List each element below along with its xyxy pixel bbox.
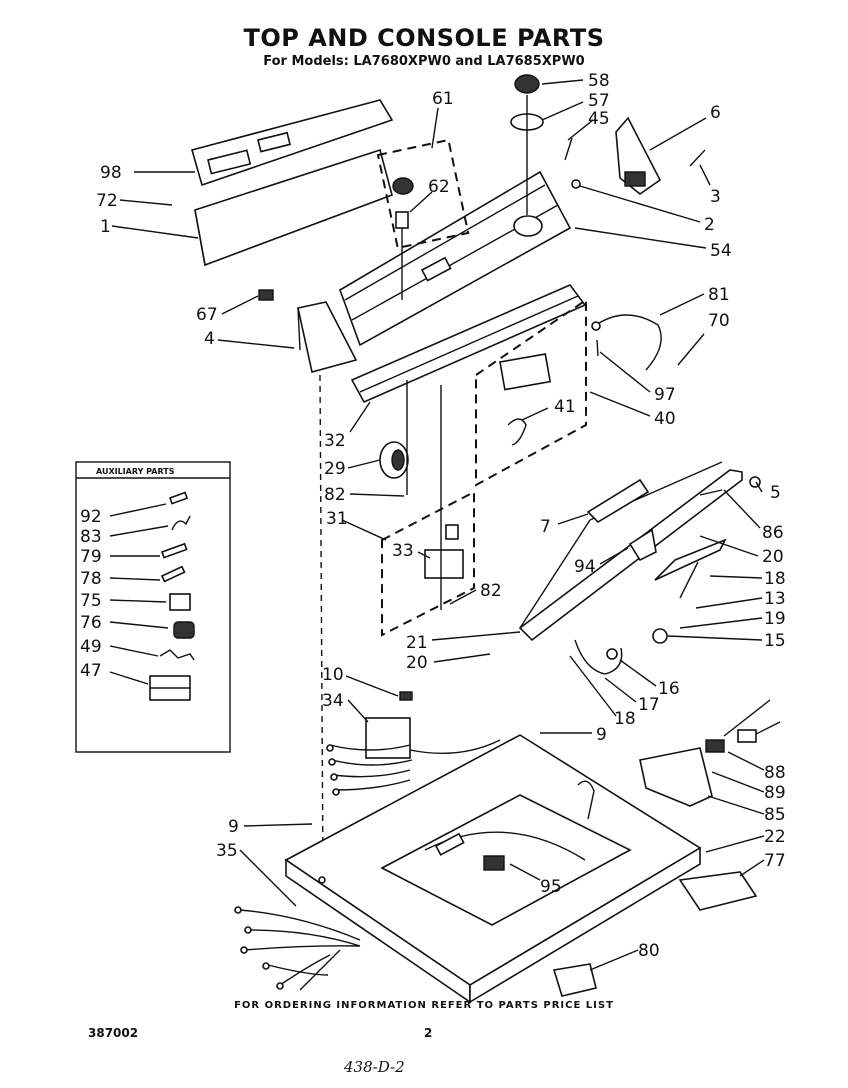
hinge-part (552, 871, 758, 997)
callout-29: 29 (324, 459, 346, 479)
washer-top-part (284, 734, 702, 1004)
callout-34: 34 (322, 691, 344, 711)
callout-80: 80 (638, 941, 660, 961)
console-harness-part (319, 374, 501, 876)
callout-9-left: 9 (228, 817, 239, 837)
aux-item-75: 75 (80, 591, 102, 611)
callout-35: 35 (216, 841, 238, 861)
callout-57: 57 (588, 91, 610, 111)
callout-labels: 61 58 57 45 6 98 72 1 62 3 2 54 67 4 81 … (96, 71, 786, 961)
callout-98: 98 (100, 163, 122, 183)
main-harness-part (234, 906, 361, 991)
callout-89: 89 (764, 783, 786, 803)
auxiliary-parts-heading: AUXILIARY PARTS (96, 467, 175, 476)
callout-94: 94 (574, 557, 596, 577)
callout-15: 15 (764, 631, 786, 651)
callout-61: 61 (432, 89, 454, 109)
aux-item-47: 47 (80, 661, 102, 681)
callout-20-upper: 20 (762, 547, 784, 567)
callout-82-upper: 82 (324, 485, 346, 505)
callout-21: 21 (406, 633, 428, 653)
callout-22: 22 (764, 827, 786, 847)
aux-item-78: 78 (80, 569, 102, 589)
auxiliary-parts-box: AUXILIARY PARTS 92 83 79 78 75 76 49 47 (75, 461, 231, 753)
callout-40: 40 (654, 409, 676, 429)
callout-32: 32 (324, 431, 346, 451)
console-panel-part (191, 99, 394, 267)
aux-item-92: 92 (80, 507, 102, 527)
right-end-bracket-part (564, 116, 706, 195)
callout-4: 4 (204, 329, 215, 349)
handwritten-reference: 438-D-2 (344, 1058, 405, 1076)
lid-switch-part (499, 353, 552, 446)
callout-58: 58 (588, 71, 610, 91)
callout-97: 97 (654, 385, 676, 405)
callout-41: 41 (554, 397, 576, 417)
timer-part (379, 380, 409, 495)
callout-81: 81 (708, 285, 730, 305)
callout-leaders (111, 79, 765, 971)
model-subtitle: For Models: LA7680XPW0 and LA7685XPW0 (263, 54, 585, 69)
end-cap-part (258, 289, 358, 373)
callout-82-lower: 82 (480, 581, 502, 601)
callout-86: 86 (762, 523, 784, 543)
callout-3: 3 (710, 187, 721, 207)
callout-88: 88 (764, 763, 786, 783)
diagram-title: TOP AND CONSOLE PARTS (243, 24, 605, 52)
callout-33: 33 (392, 541, 414, 561)
callout-17: 17 (638, 695, 660, 715)
callout-10: 10 (322, 665, 344, 685)
ground-harness-part (591, 314, 662, 371)
lid-switch-housing-part (639, 699, 781, 807)
callout-20-lower: 20 (406, 653, 428, 673)
timer-knob-part (510, 74, 544, 215)
callout-18-lower: 18 (614, 709, 636, 729)
callout-1: 1 (100, 217, 111, 237)
callout-18-upper: 18 (764, 569, 786, 589)
callout-6: 6 (710, 103, 721, 123)
callout-16: 16 (658, 679, 680, 699)
callout-77: 77 (764, 851, 786, 871)
callout-62: 62 (428, 177, 450, 197)
page-number: 2 (424, 1026, 433, 1040)
document-number: 387002 (88, 1026, 139, 1040)
callout-85: 85 (764, 805, 786, 825)
selector-switch-part (392, 177, 414, 300)
callout-7: 7 (540, 517, 551, 537)
callout-72: 72 (96, 191, 118, 211)
callout-45: 45 (588, 109, 610, 129)
callout-67: 67 (196, 305, 218, 325)
callout-13: 13 (764, 589, 786, 609)
callout-19: 19 (764, 609, 786, 629)
callout-2: 2 (704, 215, 715, 235)
aux-item-79: 79 (80, 547, 102, 567)
callout-9-right: 9 (596, 725, 607, 745)
callout-95: 95 (540, 877, 562, 897)
aux-item-83: 83 (80, 527, 102, 547)
aux-item-49: 49 (80, 637, 102, 657)
callout-5: 5 (770, 483, 781, 503)
callout-31: 31 (326, 509, 348, 529)
callout-54: 54 (710, 241, 732, 261)
ordering-note: FOR ORDERING INFORMATION REFER TO PARTS … (234, 1000, 614, 1011)
lid-assembly-part (518, 461, 761, 675)
callout-70: 70 (708, 311, 730, 331)
terminal-block-part (424, 385, 464, 610)
aux-item-76: 76 (80, 613, 102, 633)
console-body-part (339, 170, 572, 347)
